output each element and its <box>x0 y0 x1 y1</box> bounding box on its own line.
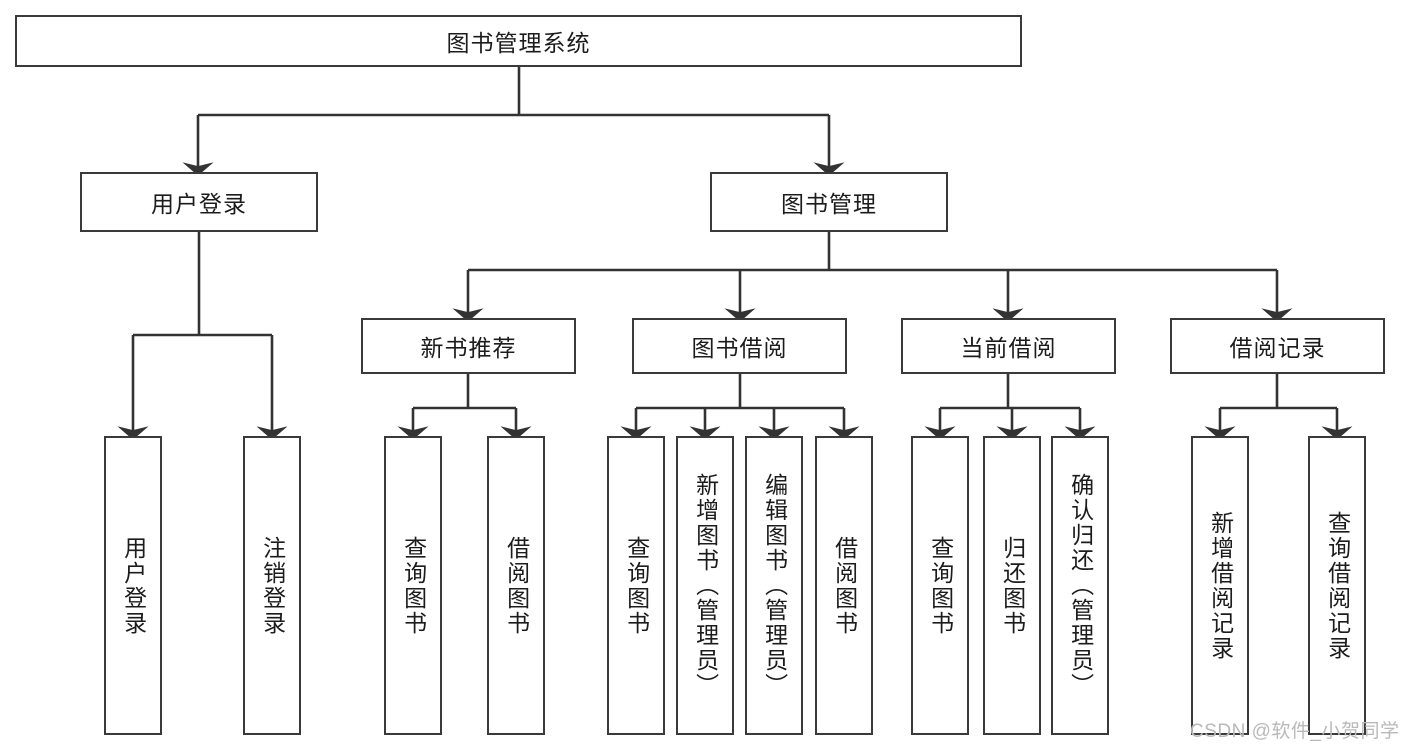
leaf-label: 新增图书（管理员） <box>692 473 719 698</box>
node-book-borrow[interactable]: 图书借阅 <box>632 318 847 374</box>
leaf-node[interactable]: 查询图书 <box>607 436 665 735</box>
node-new-book-recommend[interactable]: 新书推荐 <box>361 318 576 374</box>
leaf-label: 查询图书 <box>927 535 954 636</box>
watermark: CSDN @软件_小贺同学 <box>1190 721 1400 742</box>
leaf-node[interactable]: 确认归还（管理员） <box>1051 436 1109 735</box>
node-new-book-recommend-label: 新书推荐 <box>420 335 517 361</box>
node-book-borrow-label: 图书借阅 <box>691 335 788 361</box>
leaf-label: 用户登录 <box>120 535 147 636</box>
node-user-login-label: 用户登录 <box>151 191 247 217</box>
leaf-node[interactable]: 查询图书 <box>911 436 969 735</box>
leaf-node[interactable]: 查询借阅记录 <box>1308 436 1366 735</box>
leaf-label: 借阅图书 <box>831 535 858 636</box>
node-current-borrow-label: 当前借阅 <box>960 335 1057 361</box>
leaf-node[interactable]: 借阅图书 <box>487 436 545 735</box>
leaf-label: 确认归还（管理员） <box>1067 473 1094 698</box>
leaf-label: 注销登录 <box>259 535 286 636</box>
leaf-label: 新增借阅记录 <box>1207 510 1234 661</box>
leaf-label: 编辑图书（管理员） <box>761 473 788 698</box>
leaf-label: 归还图书 <box>999 535 1026 636</box>
node-borrow-record-label: 借阅记录 <box>1229 335 1326 361</box>
node-book-management[interactable]: 图书管理 <box>710 172 948 232</box>
node-book-management-label: 图书管理 <box>781 191 877 217</box>
leaf-label: 查询图书 <box>623 535 650 636</box>
leaf-node[interactable]: 用户登录 <box>104 436 162 735</box>
leaf-node[interactable]: 归还图书 <box>983 436 1041 735</box>
node-current-borrow[interactable]: 当前借阅 <box>901 318 1116 374</box>
node-user-login[interactable]: 用户登录 <box>80 172 318 232</box>
leaf-node[interactable]: 借阅图书 <box>815 436 873 735</box>
leaf-node[interactable]: 查询图书 <box>384 436 442 735</box>
leaf-node[interactable]: 新增图书（管理员） <box>676 436 734 735</box>
node-borrow-record[interactable]: 借阅记录 <box>1170 318 1385 374</box>
leaf-node[interactable]: 编辑图书（管理员） <box>745 436 803 735</box>
leaf-node[interactable]: 注销登录 <box>243 436 301 735</box>
leaf-node[interactable]: 新增借阅记录 <box>1191 436 1249 735</box>
node-root-system[interactable]: 图书管理系统 <box>15 15 1022 67</box>
node-root-label: 图书管理系统 <box>446 30 591 56</box>
leaf-label: 查询图书 <box>400 535 427 636</box>
leaf-label: 查询借阅记录 <box>1324 510 1351 661</box>
leaf-label: 借阅图书 <box>503 535 530 636</box>
